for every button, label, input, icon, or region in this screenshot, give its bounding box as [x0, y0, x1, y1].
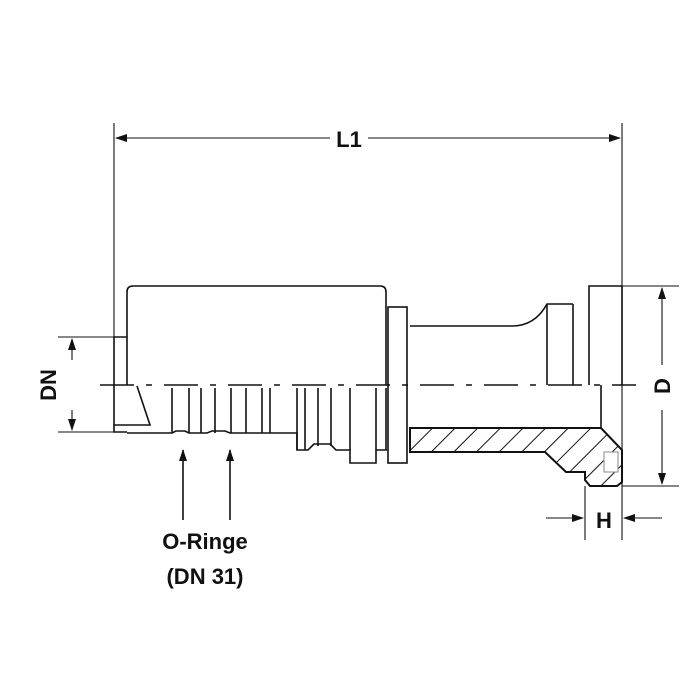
- collar: [387, 306, 408, 464]
- flange-upper: [588, 285, 623, 385]
- dimension-dn: DN: [36, 336, 116, 433]
- o-ring-callout: O-Ringe (DN 31): [162, 449, 248, 589]
- l1-label: L1: [336, 127, 362, 152]
- sleeve: [126, 285, 387, 385]
- nipple-profile: [127, 430, 387, 464]
- d-label: D: [650, 378, 675, 394]
- o-ring-size-label: (DN 31): [166, 564, 243, 589]
- groove-lines: [171, 388, 387, 450]
- nipple-end: [113, 336, 127, 433]
- o-ring-label: O-Ringe: [162, 529, 248, 554]
- fitting-body: [113, 285, 623, 487]
- tube-outer-upper: [410, 303, 573, 327]
- nipple-chamfer: [114, 385, 152, 426]
- dn-label: DN: [36, 369, 61, 401]
- section-hatch: [409, 427, 623, 487]
- h-label: H: [596, 508, 612, 533]
- dimension-h: H: [546, 486, 662, 540]
- dimension-l1: L1: [113, 123, 623, 540]
- dimension-d: D: [622, 285, 679, 487]
- seal-groove: [603, 451, 619, 473]
